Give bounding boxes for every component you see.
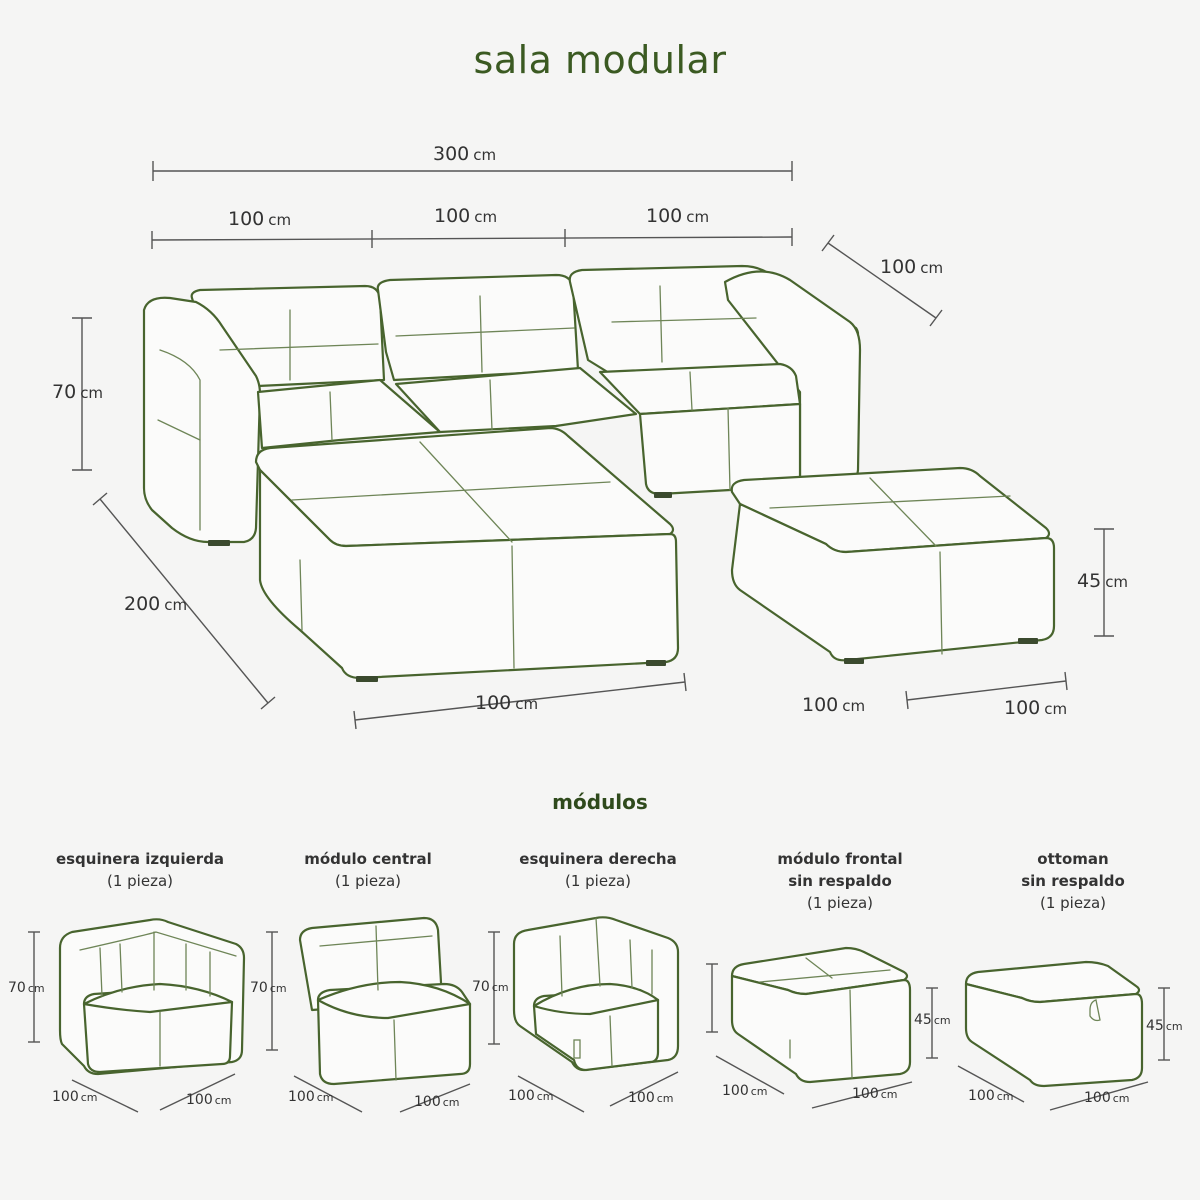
- module-name: módulo frontal: [777, 850, 903, 868]
- module-subtitle: sin respaldo: [788, 872, 892, 890]
- page-title: sala modular: [473, 38, 727, 82]
- module-qty: (1 pieza): [1040, 894, 1106, 912]
- module-subtitle: sin respaldo: [1021, 872, 1125, 890]
- module-qty: (1 pieza): [565, 872, 631, 890]
- module-front-illustration: [706, 946, 938, 1109]
- dimension-lines: [72, 161, 1114, 730]
- sectional-sofa-illustration: [142, 264, 1056, 682]
- module-qty: (1 pieza): [807, 894, 873, 912]
- module-label-ottoman: ottoman sin respaldo (1 pieza): [963, 848, 1183, 914]
- module-name: ottoman: [1037, 850, 1109, 868]
- module-name: módulo central: [304, 850, 432, 868]
- module-qty: (1 pieza): [335, 872, 401, 890]
- module-label-front: módulo frontal sin respaldo (1 pieza): [730, 848, 950, 914]
- module-qty: (1 pieza): [107, 872, 173, 890]
- module-name: esquinera izquierda: [55, 850, 225, 868]
- module-right-corner-illustration: [488, 916, 680, 1113]
- module-central-illustration: [266, 916, 472, 1113]
- module-left-corner-illustration: [28, 918, 246, 1113]
- modules-heading: módulos: [552, 790, 648, 814]
- module-ottoman-illustration: [957, 960, 1170, 1111]
- module-name: esquinera derecha: [519, 850, 677, 868]
- module-label-left-corner: esquinera izquierda (1 pieza): [30, 848, 250, 892]
- module-label-central: módulo central (1 pieza): [258, 848, 478, 892]
- module-label-right-corner: esquinera derecha (1 pieza): [488, 848, 708, 892]
